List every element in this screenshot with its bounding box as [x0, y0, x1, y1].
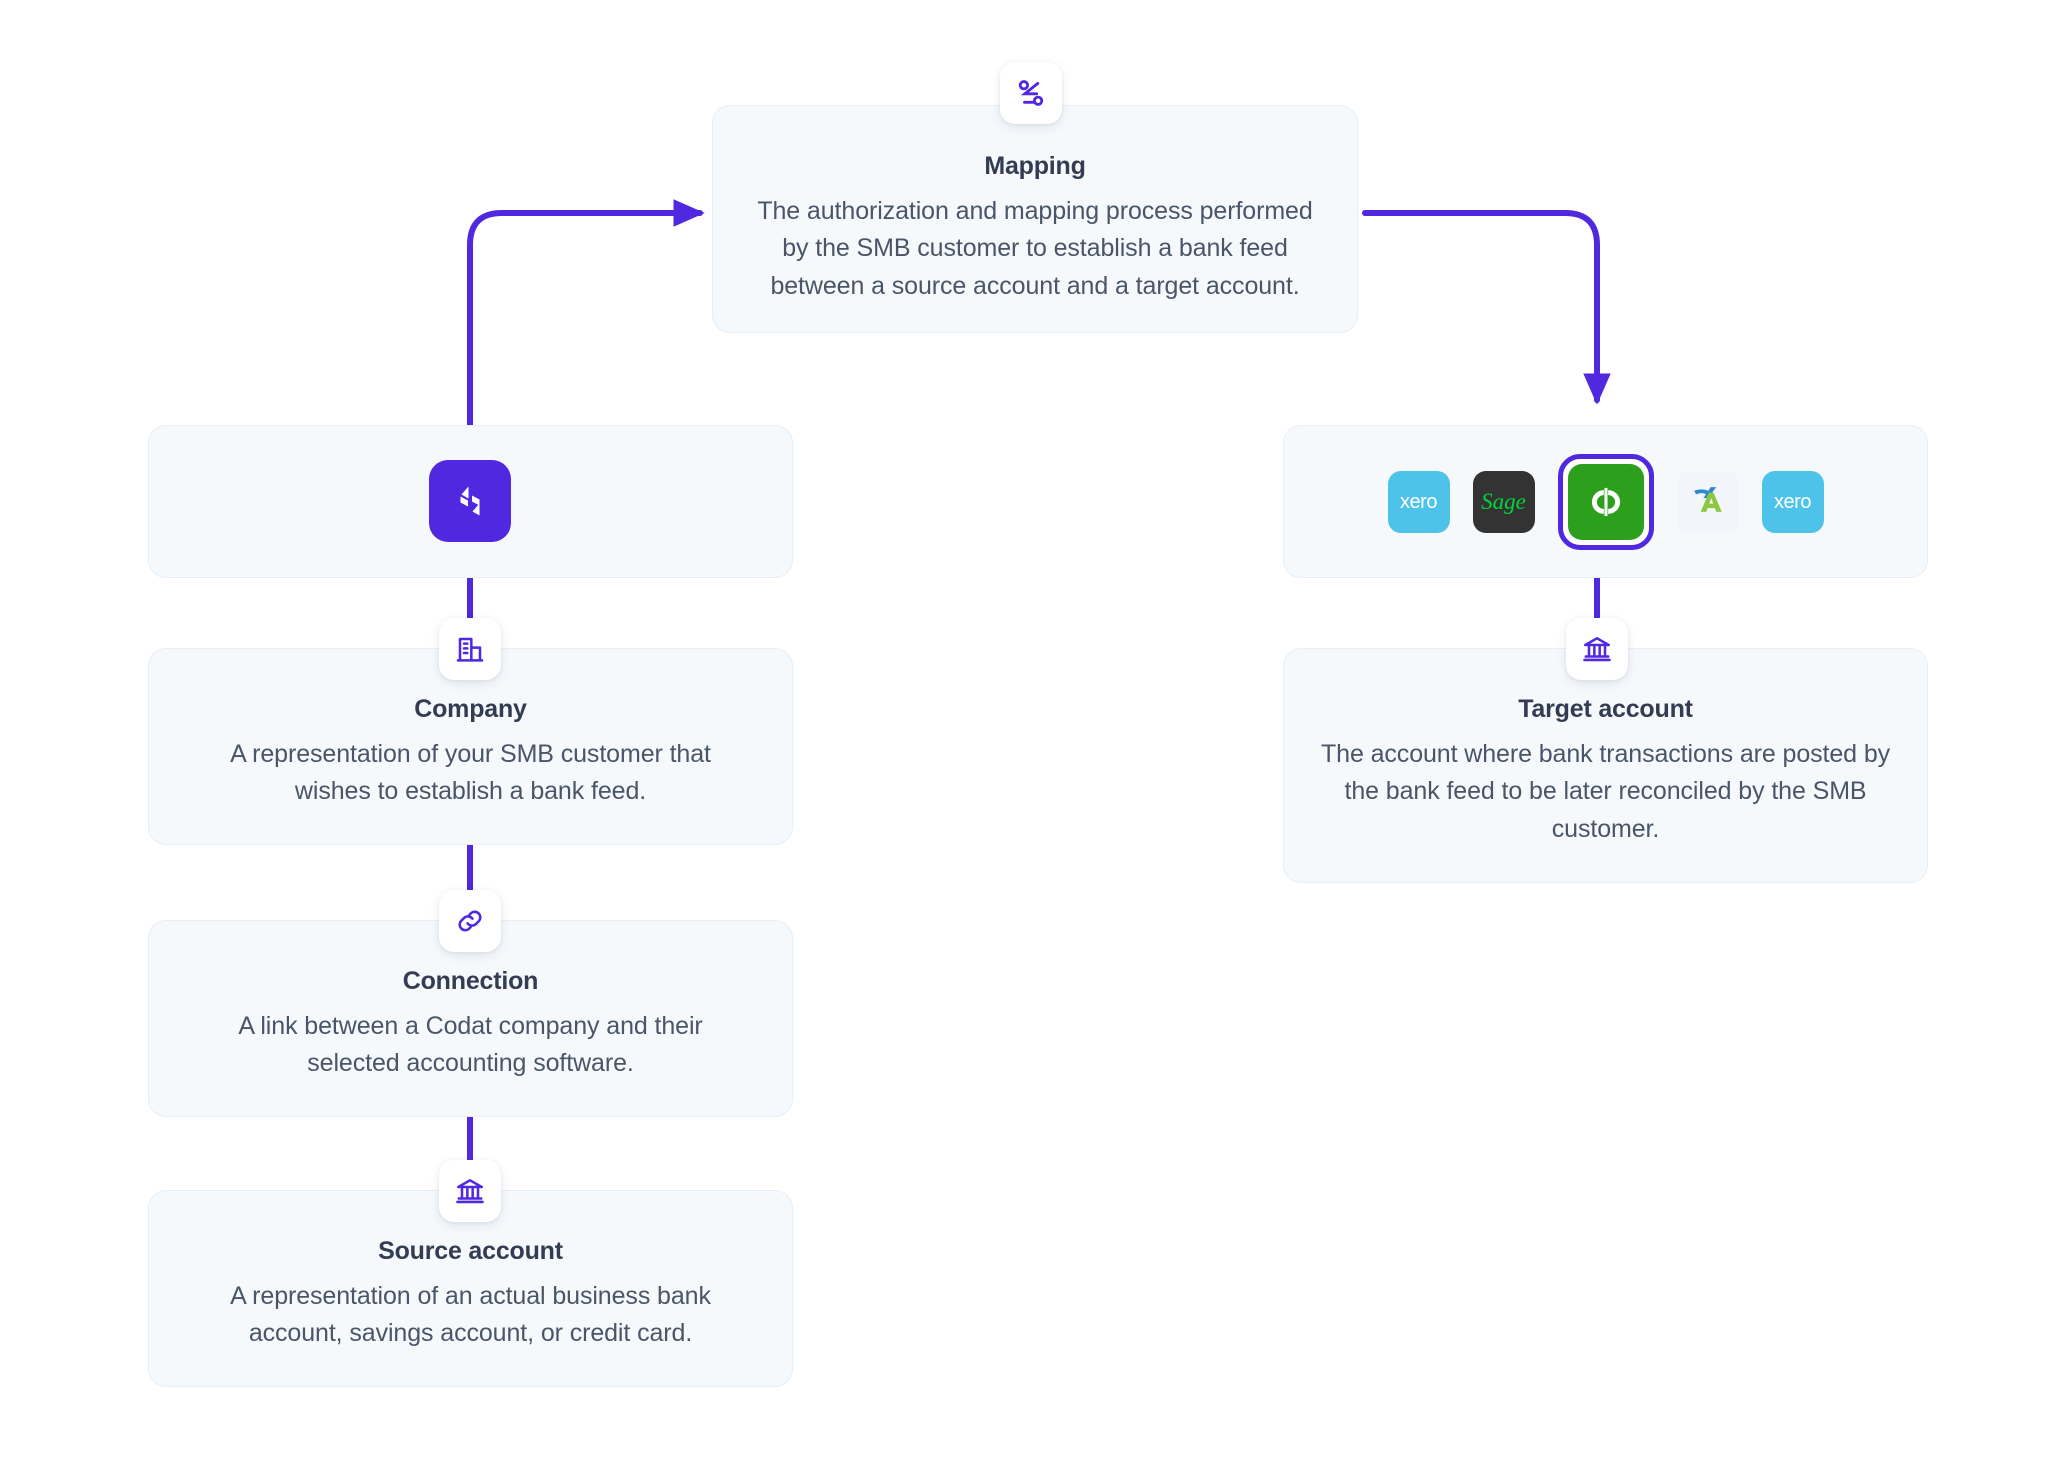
integration-sage[interactable]: Sage: [1472, 470, 1535, 533]
badge-mapping: [1000, 62, 1062, 124]
integration-xero-2[interactable]: xero: [1761, 470, 1824, 533]
card-source-account: Source account A representation of an ac…: [148, 1190, 793, 1387]
target-account-description: The account where bank transactions are …: [1320, 740, 1891, 843]
badge-target-account: [1566, 618, 1628, 680]
card-mapping: Mapping The authorization and mapping pr…: [712, 105, 1358, 333]
mapping-flow-icon: [1014, 76, 1048, 110]
connector-codat-to-mapping: [467, 199, 705, 428]
integration-logo-row: xero Sage: [1283, 425, 1928, 578]
connector-mapping-to-integrations: [1362, 210, 1611, 405]
freeagent-logo-icon: [1686, 477, 1730, 526]
chain-link-icon: [454, 905, 486, 937]
mapping-title: Mapping: [984, 152, 1086, 180]
xero-logo-icon: xero: [1774, 490, 1811, 513]
badge-company: [439, 618, 501, 680]
integration-xero-1[interactable]: xero: [1387, 470, 1450, 533]
sage-logo-icon: Sage: [1481, 489, 1526, 514]
codat-logo-icon: [429, 460, 511, 542]
bank-institution-icon: [454, 1175, 486, 1207]
source-account-title: Source account: [378, 1237, 563, 1265]
connection-title: Connection: [402, 967, 539, 995]
integration-freeagent[interactable]: [1676, 470, 1739, 533]
company-description: A representation of your SMB customer th…: [230, 740, 711, 806]
target-account-title: Target account: [1518, 695, 1693, 723]
connection-description: A link between a Codat company and their…: [238, 1012, 703, 1078]
bank-institution-icon: [1581, 633, 1613, 665]
quickbooks-logo-icon: [1567, 463, 1644, 540]
card-target-account: Target account The account where bank tr…: [1283, 648, 1928, 883]
badge-source-account: [439, 1160, 501, 1222]
badge-connection: [439, 890, 501, 952]
company-title: Company: [414, 695, 527, 723]
source-account-description: A representation of an actual business b…: [230, 1282, 711, 1348]
integration-quickbooks-selected[interactable]: [1557, 453, 1654, 550]
mapping-description: The authorization and mapping process pe…: [757, 197, 1313, 300]
office-building-icon: [454, 633, 486, 665]
card-connection: Connection A link between a Codat compan…: [148, 920, 793, 1117]
xero-logo-icon: xero: [1400, 490, 1437, 513]
card-company: Company A representation of your SMB cus…: [148, 648, 793, 845]
